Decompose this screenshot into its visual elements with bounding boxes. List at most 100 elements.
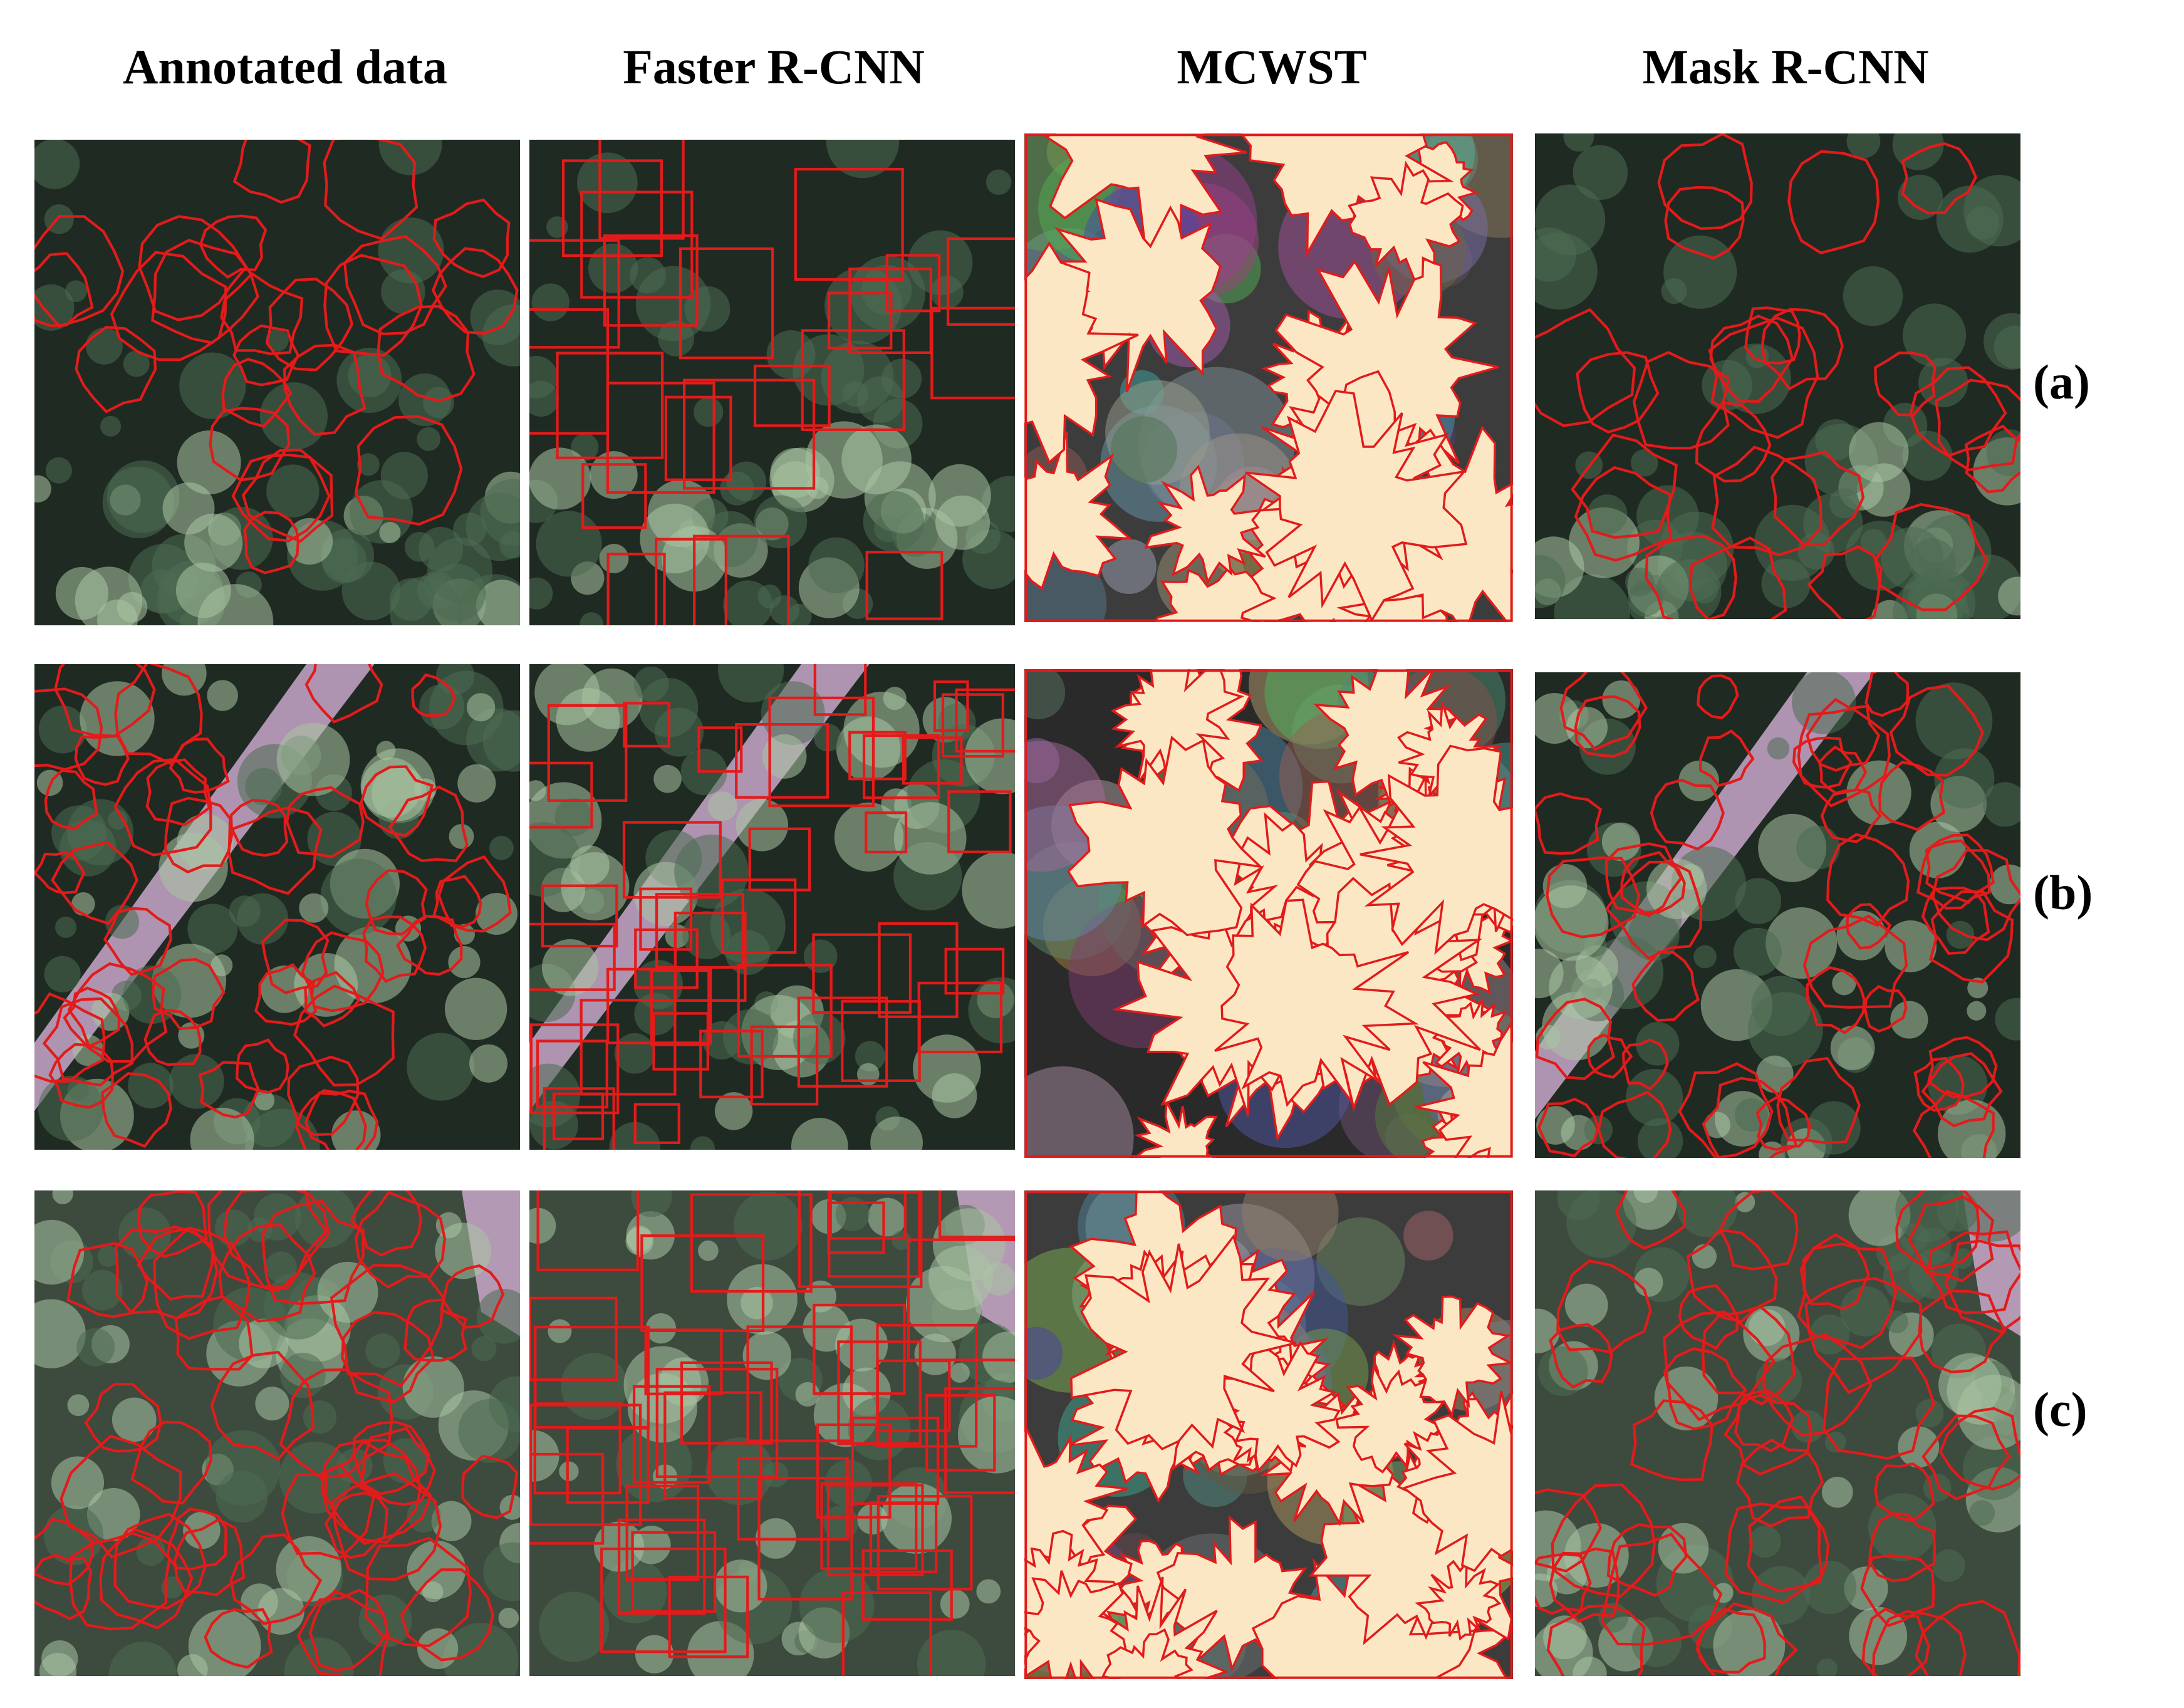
crown-outline <box>1686 1228 1778 1323</box>
crown-outline <box>1964 424 2020 494</box>
crown-outline <box>301 931 385 1013</box>
column-title-mask-rcnn: Mask R-CNN <box>1642 39 1929 94</box>
crown-outline <box>1699 729 1755 787</box>
crown-outline <box>166 1508 227 1571</box>
crown-outline <box>1657 133 1753 231</box>
panel-graphic <box>1024 1190 1513 1679</box>
detection-box <box>827 291 893 350</box>
segment-region <box>1133 1097 1218 1158</box>
segment-region <box>1066 735 1264 937</box>
panel-c-mask-rcnn <box>1535 1190 2020 1676</box>
panel-c-faster-rcnn <box>529 1190 1015 1676</box>
crown-outline <box>411 673 456 717</box>
crown-outline <box>323 254 423 357</box>
crown-outline <box>1630 1399 1714 1482</box>
crown-outline <box>261 919 330 995</box>
detection-box <box>748 827 811 892</box>
detection-box <box>600 1547 727 1653</box>
crown-outline <box>1921 1052 2003 1128</box>
crown-outline <box>293 984 395 1087</box>
segment-region <box>1024 241 1139 464</box>
crown-outline <box>304 971 361 1028</box>
detection-box <box>837 1340 922 1445</box>
detection-box <box>536 1039 608 1109</box>
detection-box <box>534 1325 650 1429</box>
panel-a-annotated <box>34 140 520 625</box>
crown-outline <box>1861 1607 1930 1676</box>
crown-outline <box>1874 351 1937 417</box>
detection-box <box>529 1403 642 1526</box>
detection-box <box>841 1591 932 1676</box>
crown-outline <box>1537 1097 1599 1158</box>
crown-outline <box>66 1242 149 1318</box>
crown-outline <box>34 215 125 328</box>
crown-outline <box>1559 672 1648 751</box>
detection-box <box>664 395 732 481</box>
detection-box <box>812 933 912 1014</box>
row-label-a: (a) <box>2033 355 2090 409</box>
detection-box <box>668 1575 749 1659</box>
crown-outline <box>1719 1190 1799 1271</box>
detection-box <box>606 553 666 625</box>
crown-outline <box>287 1055 360 1137</box>
crown-outline <box>232 140 311 204</box>
detection-box <box>869 1501 938 1573</box>
crown-outline <box>437 855 512 933</box>
crown-outline <box>169 737 230 794</box>
detection-box <box>938 1190 1015 1239</box>
crown-outline <box>1620 851 1686 914</box>
crown-outline <box>42 997 133 1087</box>
crown-outline <box>113 758 212 857</box>
detection-box <box>543 1087 615 1150</box>
crown-outline <box>204 1608 273 1669</box>
crown-outline <box>1916 839 1991 910</box>
crown-outline <box>440 1264 505 1329</box>
detection-box <box>634 928 699 989</box>
crown-outline <box>1546 856 1641 939</box>
detection-box <box>581 463 647 529</box>
crown-outline <box>1806 966 1866 1034</box>
crown-outline <box>1760 308 1844 391</box>
crown-outline <box>1535 1553 1592 1615</box>
panel-graphic <box>1535 133 2020 619</box>
crown-outline <box>63 986 120 1049</box>
crown-outline <box>1574 466 1673 562</box>
crown-outline <box>145 758 211 826</box>
crown-outline <box>236 1038 289 1094</box>
detection-box <box>552 1092 605 1140</box>
detection-box <box>917 981 1003 1054</box>
crown-outline <box>1678 1062 1774 1158</box>
detection-box <box>876 1495 973 1591</box>
column-title-mcwst: MCWST <box>1177 39 1367 94</box>
crown-outline <box>229 798 289 857</box>
crown-outline <box>1587 1033 1633 1079</box>
detection-box <box>865 811 908 854</box>
segment-region <box>1415 1021 1513 1158</box>
crown-outline <box>304 664 383 724</box>
crown-outline <box>1650 778 1725 851</box>
crown-outline <box>362 915 427 983</box>
crown-outline <box>1901 142 1978 215</box>
crown-outline <box>1934 378 2020 472</box>
segment-region <box>1153 565 1277 622</box>
detection-box <box>673 911 747 1002</box>
crown-outline <box>198 1061 260 1119</box>
crown-outline <box>330 1264 445 1388</box>
crown-outline <box>359 1427 436 1506</box>
crown-outline <box>350 1190 423 1257</box>
crown-outline <box>1571 433 1678 539</box>
row-label-c: (c) <box>2033 1382 2088 1437</box>
detection-box <box>533 1402 621 1495</box>
crown-outline <box>115 1225 219 1320</box>
crown-outline <box>1556 1259 1652 1354</box>
crown-outline <box>174 1295 254 1371</box>
crown-outline <box>1868 1513 1936 1583</box>
segment-region <box>1391 1295 1513 1418</box>
crown-outline <box>1697 674 1739 720</box>
crown-outline <box>1549 1323 1613 1389</box>
crown-outline <box>1678 1284 1739 1350</box>
detection-box <box>650 969 710 1046</box>
panel-b-faster-rcnn <box>529 664 1015 1150</box>
crown-outline <box>323 140 419 241</box>
detection-box <box>813 1303 906 1395</box>
